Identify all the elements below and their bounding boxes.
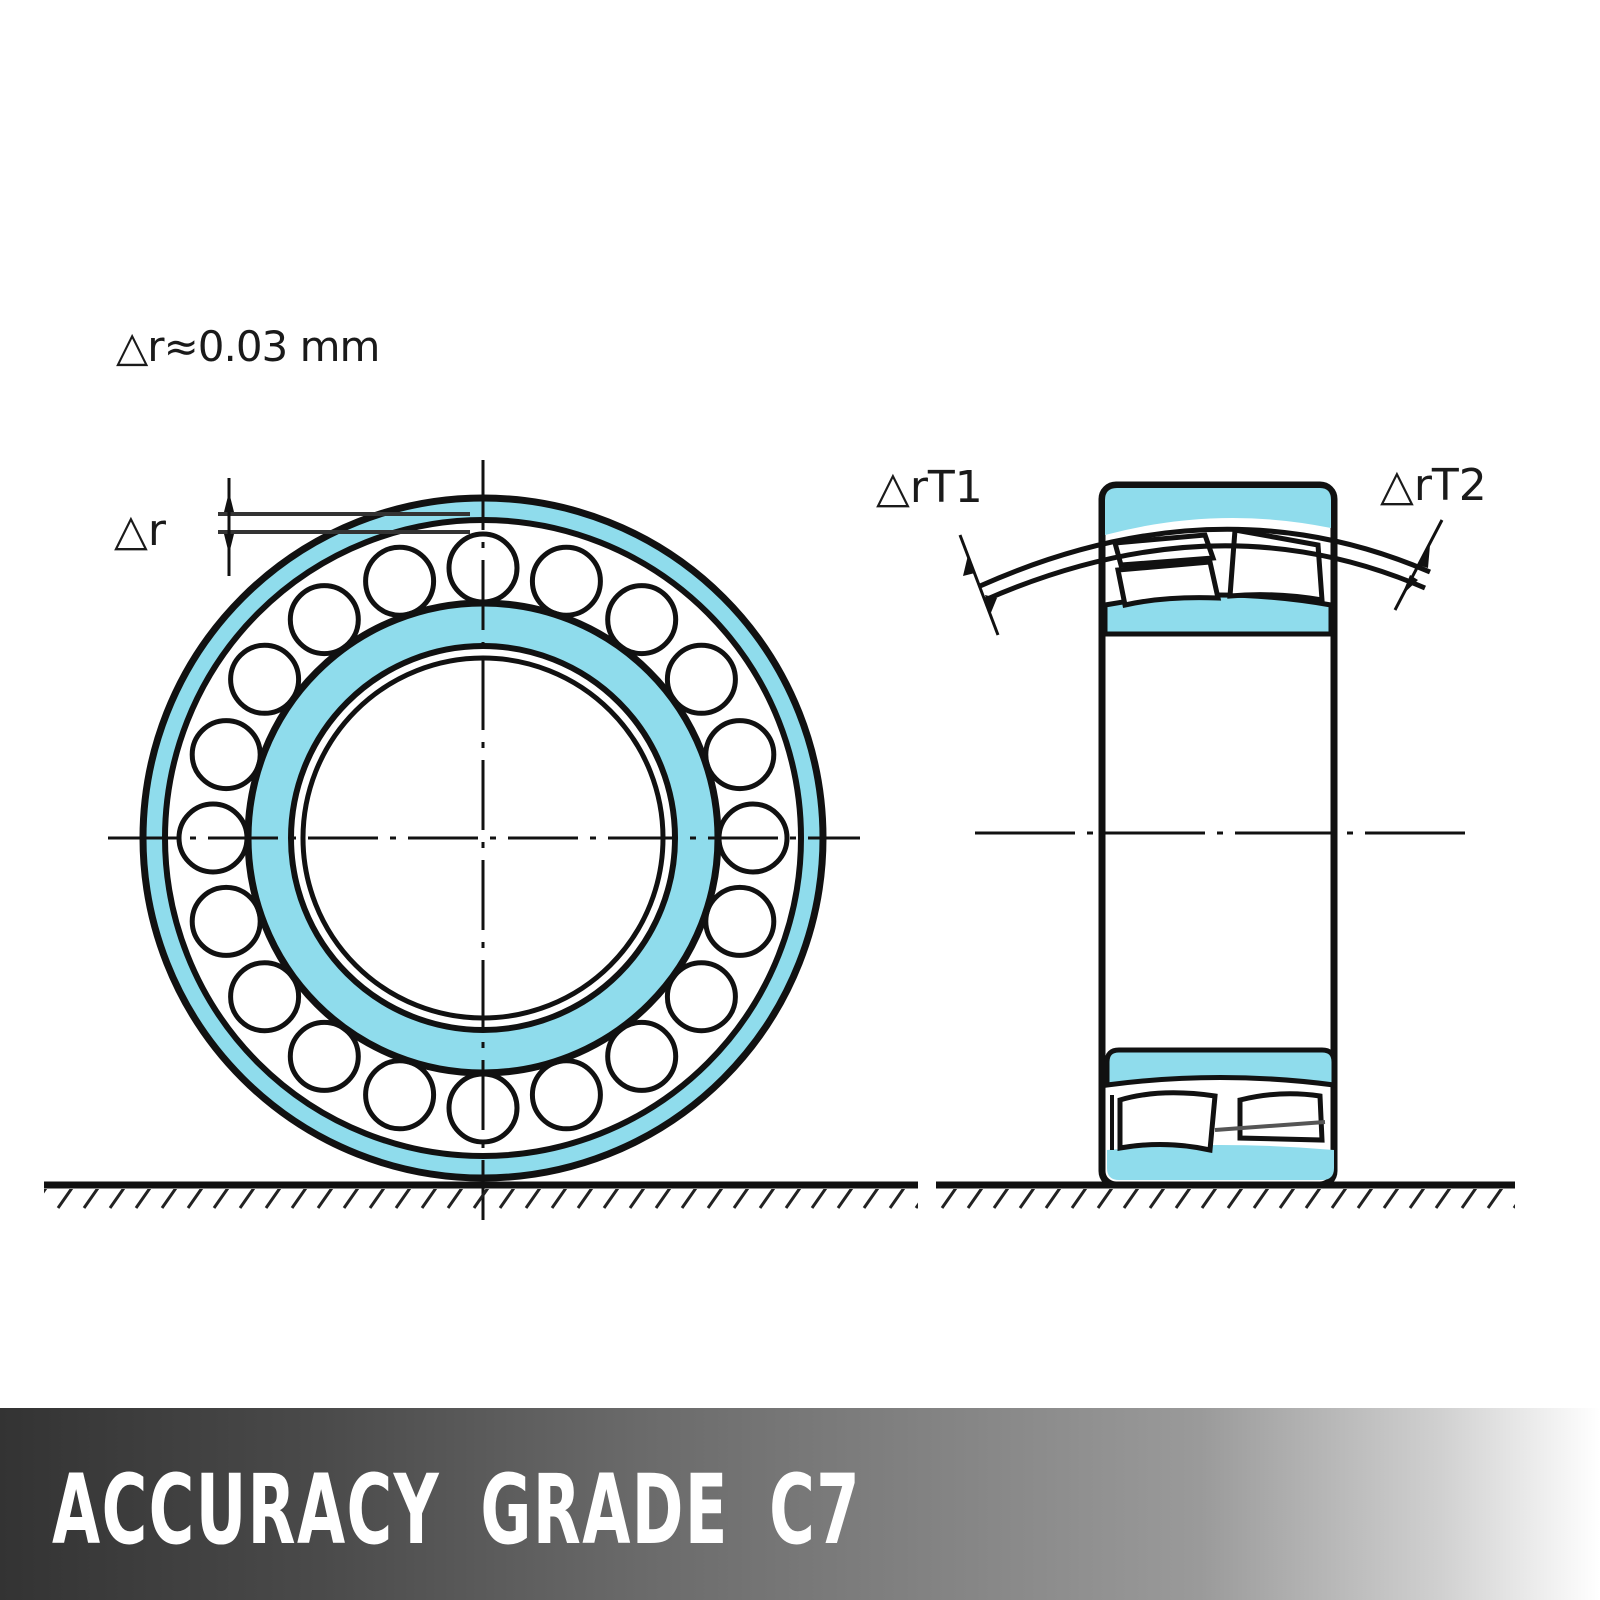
delta-r-label: △r bbox=[114, 505, 166, 556]
delta-rt2-label: △rT2 bbox=[1380, 460, 1487, 511]
title-banner bbox=[0, 1408, 1600, 1600]
side-view bbox=[936, 481, 1515, 1209]
banner-title: ACCURACY GRADE C7 bbox=[52, 1454, 861, 1566]
delta-rt1-label: △rT1 bbox=[876, 462, 983, 513]
tolerance-formula: △r≈0.03 mm bbox=[116, 322, 380, 371]
front-view bbox=[44, 460, 918, 1220]
